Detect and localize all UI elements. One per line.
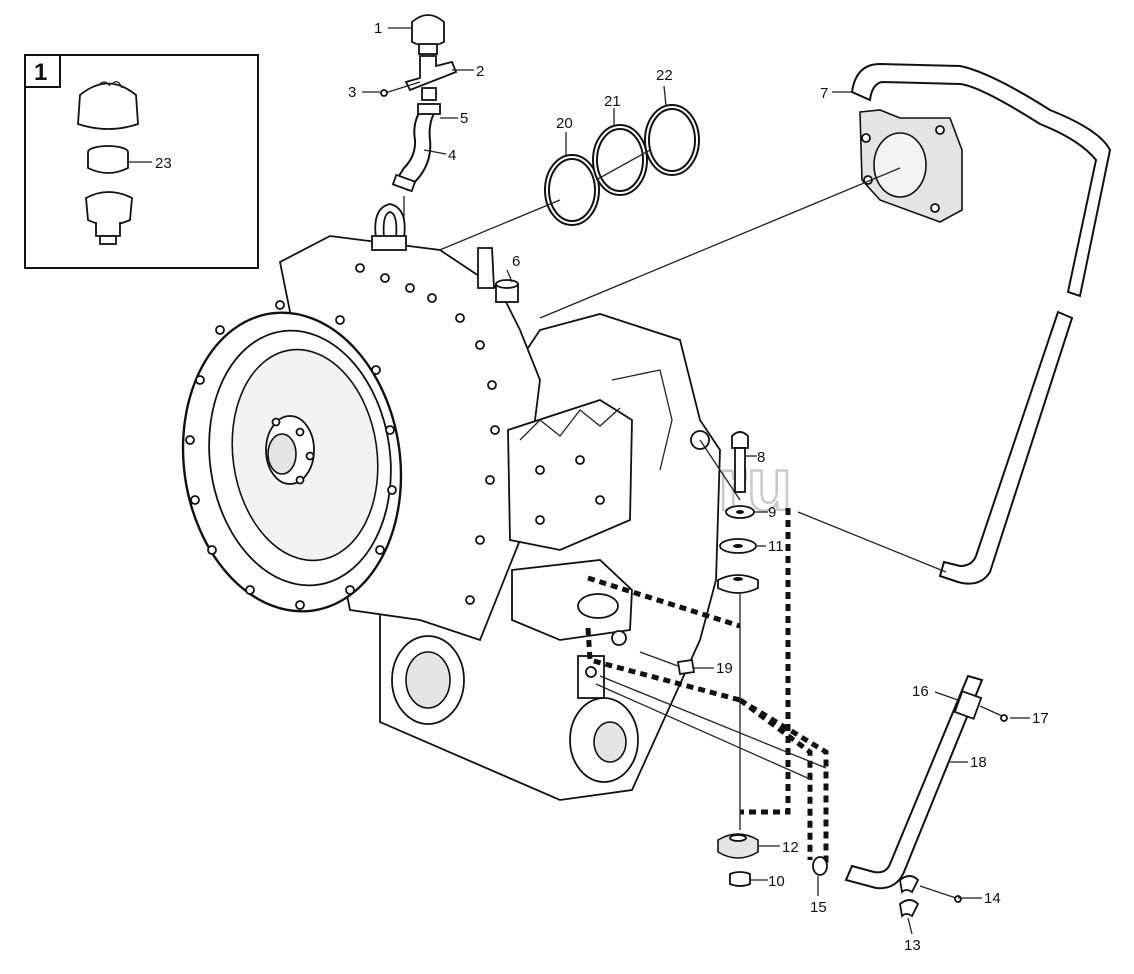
inset-box: 1 23 bbox=[24, 54, 259, 269]
bolt-ring bbox=[185, 300, 397, 610]
callout-9: 9 bbox=[768, 504, 776, 521]
dashed-leaders bbox=[585, 508, 829, 866]
mount-hardware bbox=[717, 431, 759, 887]
callout-15: 15 bbox=[810, 899, 827, 916]
callout-20: 20 bbox=[556, 115, 573, 132]
bracket-part bbox=[404, 55, 458, 92]
transmission-housing bbox=[181, 203, 721, 801]
callout-6: 6 bbox=[512, 253, 520, 270]
inset-number: 1 bbox=[34, 59, 47, 86]
callout-19: 19 bbox=[716, 660, 733, 677]
callout-7: 7 bbox=[820, 85, 828, 102]
callout-13: 13 bbox=[904, 937, 921, 954]
long-pipe bbox=[850, 62, 1112, 585]
breather-cap-part bbox=[411, 14, 445, 47]
callout-17: 17 bbox=[1032, 710, 1049, 727]
o-rings bbox=[544, 104, 700, 226]
callout-14: 14 bbox=[984, 890, 1001, 907]
callout-2: 2 bbox=[476, 63, 484, 80]
callout-1: 1 bbox=[374, 20, 382, 37]
callout-leaders bbox=[362, 27, 1030, 935]
callout-5: 5 bbox=[460, 110, 468, 127]
callout-21: 21 bbox=[604, 93, 621, 110]
callout-11: 11 bbox=[768, 538, 784, 555]
screw-19 bbox=[639, 651, 696, 676]
breather-assembly bbox=[380, 14, 458, 193]
callout-3: 3 bbox=[348, 84, 356, 101]
callout-8: 8 bbox=[757, 449, 765, 466]
top-bolts bbox=[355, 263, 500, 605]
callout-10: 10 bbox=[768, 873, 785, 890]
callout-4: 4 bbox=[448, 147, 456, 164]
callout-12: 12 bbox=[782, 839, 799, 856]
flange-housing bbox=[859, 109, 963, 223]
callout-16: 16 bbox=[912, 683, 929, 700]
breather-base-icon bbox=[85, 191, 133, 245]
callout-22: 22 bbox=[656, 67, 673, 84]
callout-labels: 1 2 3 4 5 6 7 8 9 10 11 12 13 14 15 16 1… bbox=[348, 20, 1049, 954]
filter-element-icon bbox=[87, 145, 129, 174]
callout-18: 18 bbox=[970, 754, 987, 771]
breather-cap-icon bbox=[77, 81, 139, 130]
callout-23: 23 bbox=[155, 155, 172, 172]
pipe-18 bbox=[812, 674, 1008, 918]
